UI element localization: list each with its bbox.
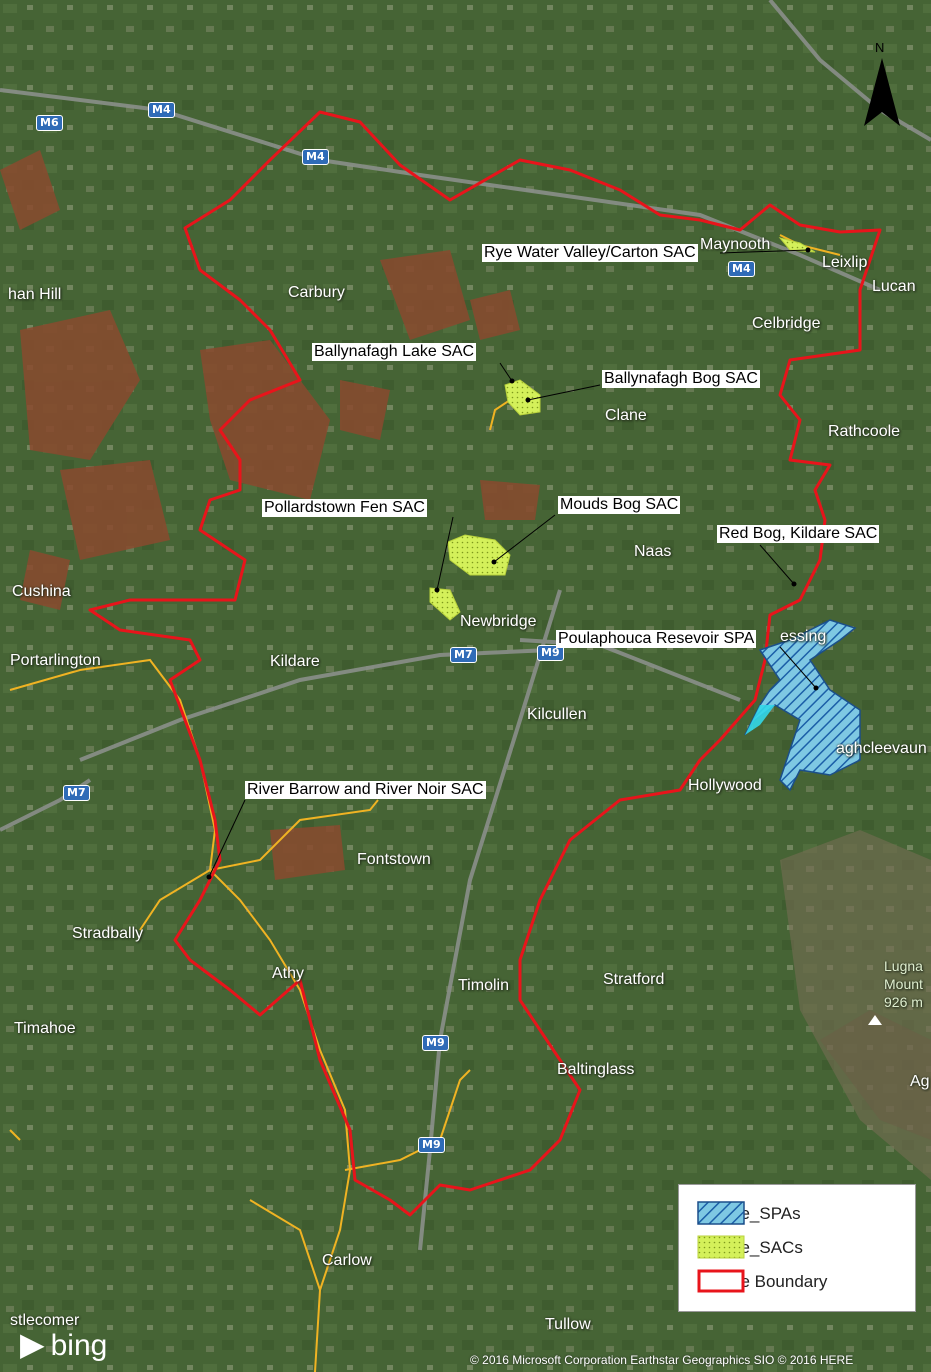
legend-item-sac: Kildare_SACs bbox=[697, 1235, 803, 1261]
road-shield: M4 bbox=[728, 261, 755, 277]
north-label: N bbox=[875, 40, 885, 55]
place-label: Portarlington bbox=[10, 652, 101, 669]
place-label: Lugna bbox=[884, 958, 923, 974]
place-label: Cushina bbox=[12, 583, 71, 600]
place-label: essing bbox=[780, 628, 827, 645]
callout-mouds: Mouds Bog SAC bbox=[558, 496, 681, 514]
place-label: Carbury bbox=[288, 284, 345, 301]
place-label: stlecomer bbox=[10, 1312, 80, 1329]
place-label: Timahoe bbox=[14, 1020, 76, 1037]
place-label: Athy bbox=[272, 965, 305, 982]
place-label: Ag bbox=[910, 1073, 930, 1090]
place-label: 926 m bbox=[884, 994, 923, 1010]
kildare-boundary bbox=[88, 110, 882, 1217]
place-label: Leixlip bbox=[822, 254, 868, 271]
bing-logo: ▶bing bbox=[20, 1326, 108, 1362]
callout-points bbox=[206, 247, 819, 880]
north-arrow-icon: N bbox=[860, 40, 904, 130]
road-shield: M6 bbox=[36, 115, 63, 131]
road-shield: M7 bbox=[63, 785, 90, 801]
place-label: Timolin bbox=[458, 977, 509, 994]
legend-item-spa: Kildare_SPAs bbox=[697, 1201, 801, 1227]
place-label: Maynooth bbox=[700, 236, 771, 253]
place-label: Kilcullen bbox=[527, 706, 587, 723]
road-shield: M7 bbox=[450, 647, 477, 663]
callout-pollardstown: Pollardstown Fen SAC bbox=[262, 499, 427, 517]
place-label: Rathcoole bbox=[828, 423, 901, 440]
callout-ballynafagh-lake: Ballynafagh Lake SAC bbox=[312, 343, 477, 361]
road-shield: M4 bbox=[302, 149, 329, 165]
road-shield: M9 bbox=[422, 1035, 449, 1051]
legend-item-boundary: Kildare Boundary bbox=[697, 1269, 827, 1295]
road-shield: M4 bbox=[148, 102, 175, 118]
callout-red-bog: Red Bog, Kildare SAC bbox=[717, 525, 880, 543]
place-label: Kildare bbox=[270, 653, 320, 670]
place-label: Newbridge bbox=[460, 613, 537, 630]
map-legend: Kildare_SPAs Kildare_SACs Kildare Bounda… bbox=[678, 1184, 916, 1312]
place-label: Stradbally bbox=[72, 925, 144, 942]
place-label: Tullow bbox=[545, 1316, 591, 1333]
callout-leaders bbox=[208, 249, 817, 878]
place-label: Lucan bbox=[872, 278, 916, 295]
callout-poulaphouca: Poulaphouca Resevoir SPA bbox=[556, 630, 757, 648]
place-label: Mount bbox=[884, 976, 923, 992]
place-label: Fontstown bbox=[357, 851, 431, 868]
place-label: Clane bbox=[605, 407, 647, 424]
callout-rye-water: Rye Water Valley/Carton SAC bbox=[482, 244, 698, 262]
place-label: Celbridge bbox=[752, 315, 821, 332]
place-label: Hollywood bbox=[688, 777, 762, 794]
spa-swatch bbox=[697, 1201, 745, 1225]
place-label: Stratford bbox=[603, 971, 665, 988]
callout-barrow: River Barrow and River Noir SAC bbox=[245, 781, 486, 799]
copyright-text: © 2016 Microsoft Corporation Earthstar G… bbox=[470, 1353, 854, 1367]
road-shield: M9 bbox=[537, 645, 564, 661]
boundary-swatch bbox=[697, 1269, 745, 1293]
sac-areas bbox=[429, 237, 816, 621]
road-shield: M9 bbox=[418, 1137, 445, 1153]
place-label: han Hill bbox=[8, 286, 62, 303]
sac-swatch bbox=[697, 1235, 745, 1259]
place-label: Naas bbox=[634, 543, 672, 560]
place-label: aghcleevaun bbox=[836, 740, 927, 757]
place-label: Carlow bbox=[322, 1252, 372, 1269]
summit-marker bbox=[868, 1015, 882, 1025]
callout-ballynafagh-bog: Ballynafagh Bog SAC bbox=[602, 370, 760, 388]
place-label: Baltinglass bbox=[557, 1061, 635, 1078]
